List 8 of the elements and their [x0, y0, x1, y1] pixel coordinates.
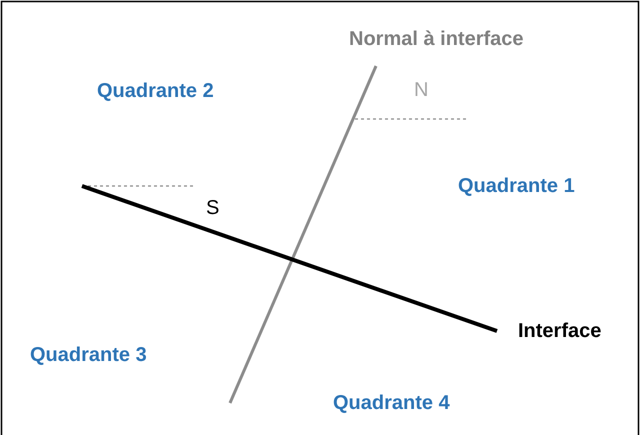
quadrant-label: Quadrante 4: [333, 393, 450, 413]
normal-label: Normal à interface: [349, 29, 524, 49]
quadrant-label: Quadrante 3: [30, 345, 147, 365]
quadrant-label: Quadrante 1: [458, 176, 575, 196]
interface-label: Interface: [518, 321, 602, 341]
angle-label: S: [206, 198, 220, 218]
angle-label: N: [414, 80, 428, 100]
quadrant-label: Quadrante 2: [97, 81, 214, 101]
